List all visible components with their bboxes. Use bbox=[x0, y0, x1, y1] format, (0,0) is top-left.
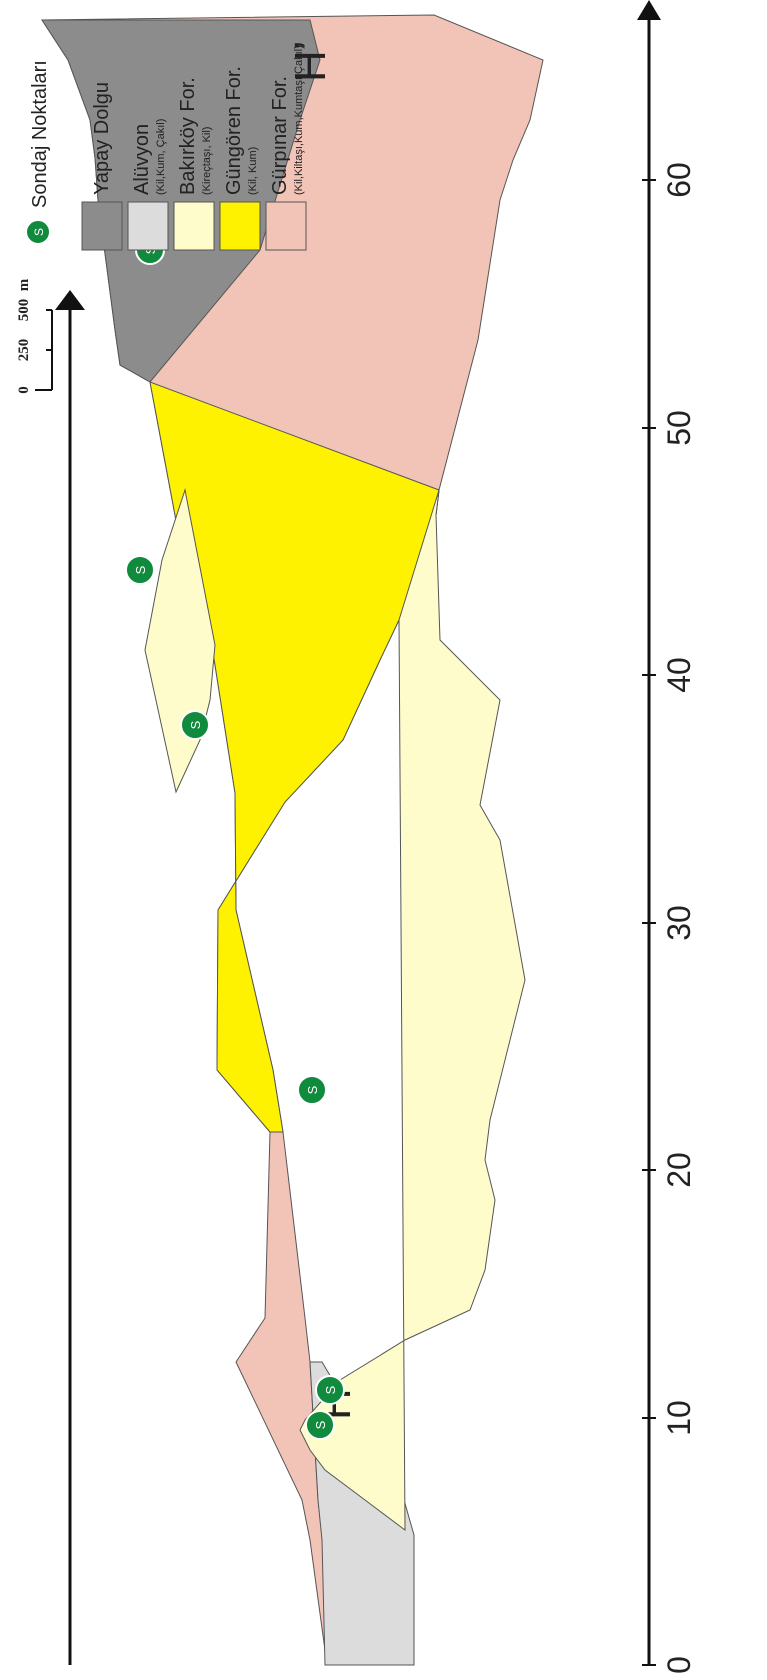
y-tick-label: 50 bbox=[661, 410, 697, 446]
borehole-symbol: S bbox=[188, 720, 203, 729]
legend-sublabel: (Kil,Kum, Çakıl) bbox=[155, 119, 167, 195]
borehole-marker: S bbox=[181, 711, 209, 739]
legend-swatch bbox=[174, 202, 214, 250]
y-tick-label: 0 bbox=[661, 1656, 697, 1674]
scale-tick-label: 250 bbox=[16, 339, 32, 362]
legend-swatch bbox=[220, 202, 260, 250]
legend-sublabel: (Kil,Kiltaşı,Kum,Kumtaşı,Çakıl) bbox=[293, 45, 305, 195]
formation-layers bbox=[42, 15, 543, 1665]
legend-sublabel: (Kireçtaşı, Kil) bbox=[201, 127, 213, 195]
legend-item-borehole: S Sondaj Noktaları bbox=[26, 60, 51, 244]
borehole-symbol: S bbox=[313, 1420, 328, 1429]
y-tick-label: 40 bbox=[661, 657, 697, 693]
legend-label: Bakırköy For. bbox=[177, 77, 199, 195]
borehole-symbol: S bbox=[133, 565, 148, 574]
legend-label: Gürpınar For. bbox=[269, 76, 291, 195]
scale-tick-label: 500 bbox=[16, 299, 32, 322]
legend-swatch bbox=[82, 202, 122, 250]
borehole-marker: S bbox=[126, 556, 154, 584]
borehole-symbol: S bbox=[305, 1085, 320, 1094]
borehole-symbol: S bbox=[323, 1385, 338, 1394]
legend-swatch bbox=[266, 202, 306, 250]
legend-borehole-symbol: S bbox=[32, 228, 46, 236]
scale-tick-label: 0 bbox=[16, 386, 32, 394]
scale-unit-label: m bbox=[16, 278, 32, 291]
borehole-marker: S bbox=[306, 1411, 334, 1439]
gungoren-formation-area bbox=[150, 382, 439, 1132]
y-axis: 0 10 20 30 40 50 60 bbox=[637, 0, 697, 1674]
legend-swatch bbox=[128, 202, 168, 250]
borehole-marker: S bbox=[316, 1376, 344, 1404]
legend-label: Sondaj Noktaları bbox=[29, 60, 51, 208]
legend-item-aluvyon: Alüvyon (Kil,Kum, Çakıl) bbox=[128, 119, 168, 250]
y-tick-label: 60 bbox=[661, 162, 697, 198]
legend-label: Alüvyon bbox=[131, 124, 153, 195]
y-tick-label: 20 bbox=[661, 1152, 697, 1188]
legend-label: Yapay Dolgu bbox=[91, 82, 113, 195]
y-tick-label: 10 bbox=[661, 1400, 697, 1436]
x-axis bbox=[55, 290, 85, 1665]
scale-bar: 0 250 500 m bbox=[16, 278, 52, 394]
borehole-marker: S bbox=[298, 1076, 326, 1104]
legend-label: Güngören For. bbox=[223, 66, 245, 195]
y-tick-label: 30 bbox=[661, 905, 697, 941]
legend-sublabel: (Kil, Kum) bbox=[247, 147, 259, 195]
legend-item-gurpinar: Gürpınar For. (Kil,Kiltaşı,Kum,Kumtaşı,Ç… bbox=[266, 45, 306, 250]
